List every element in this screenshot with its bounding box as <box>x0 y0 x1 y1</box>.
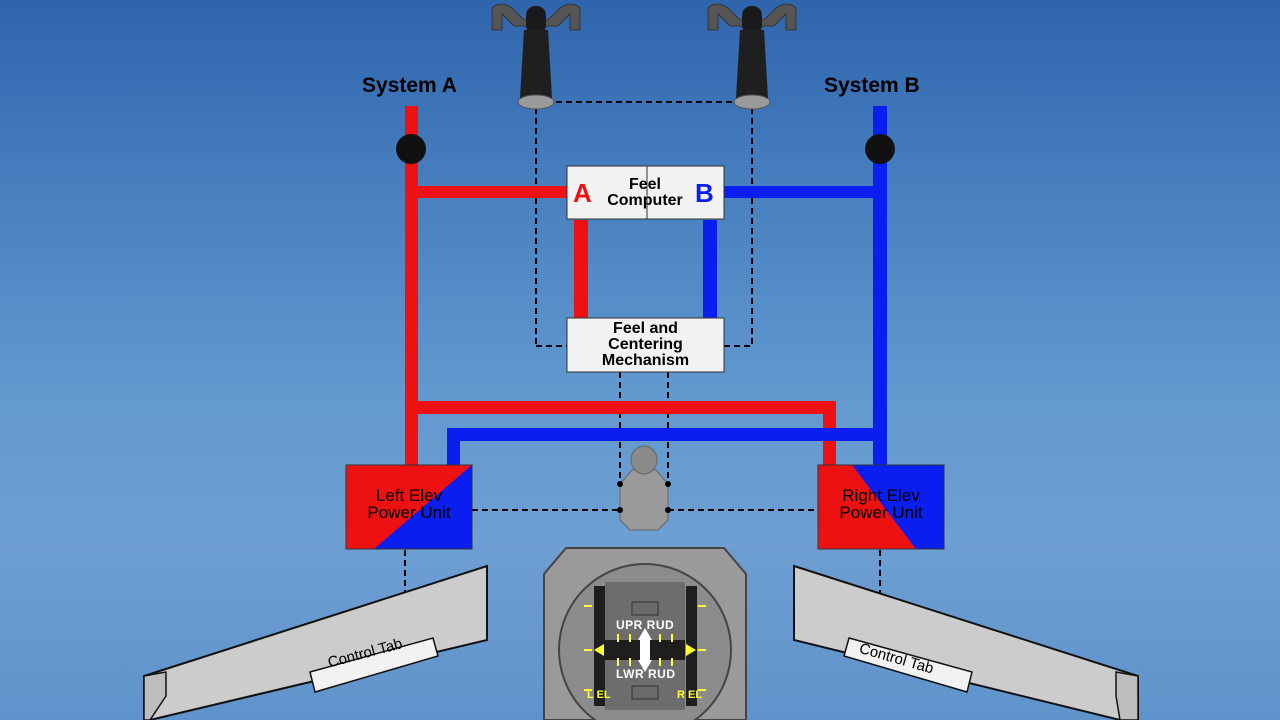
system-a-label: System A <box>362 74 457 97</box>
left-elevator-surface[interactable] <box>143 564 488 720</box>
right-power-unit-label: Right Elev Power Unit <box>818 487 944 521</box>
feel-computer-line-2: Computer <box>607 192 683 209</box>
left-power-unit-label: Left Elev Power Unit <box>346 487 472 521</box>
feel-computer-system-a-letter: A <box>573 178 592 208</box>
feel-centering-line-3: Mechanism <box>601 352 690 369</box>
right-elevator-power-unit[interactable] <box>817 464 945 550</box>
left-power-unit-line-2: Power Unit <box>367 503 451 522</box>
left-elevator-indicator-label: L EL <box>587 689 611 701</box>
system-b-label: System B <box>824 74 920 97</box>
right-elevator-pointer <box>686 644 696 656</box>
position-indicator-panel <box>543 547 747 720</box>
left-elevator-pointer <box>594 644 604 656</box>
right-elevator-surface[interactable] <box>793 564 1139 720</box>
feel-centering-label: Feel and Centering Mechanism <box>567 321 724 369</box>
system-b-valve[interactable] <box>865 134 895 164</box>
right-control-tab[interactable] <box>843 637 973 693</box>
left-power-unit-line-1: Left Elev <box>375 486 443 505</box>
left-elevator-power-unit[interactable] <box>345 464 473 550</box>
right-power-unit-line-2: Power Unit <box>839 503 923 522</box>
right-power-unit-line-1: Right Elev <box>842 486 920 505</box>
feel-centering-line-2: Centering <box>608 336 683 353</box>
right-elevator-indicator-label: R EL <box>677 689 703 701</box>
lower-rudder-label: LWR RUD <box>616 667 676 681</box>
system-a-lines <box>405 106 836 466</box>
right-control-column[interactable] <box>707 3 797 110</box>
feel-centering-line-1: Feel and <box>613 320 678 337</box>
upper-rudder-label: UPR RUD <box>616 618 675 632</box>
center-actuator <box>617 445 671 531</box>
feel-computer-label: Feel Computer <box>596 177 694 209</box>
system-a-valve[interactable] <box>396 134 426 164</box>
feel-computer-box <box>566 165 725 220</box>
feel-computer-system-b-letter: B <box>695 178 714 208</box>
left-control-tab[interactable] <box>309 637 439 693</box>
mechanical-linkages <box>404 101 881 598</box>
system-b-lines <box>447 106 887 466</box>
feel-centering-box <box>566 317 725 373</box>
feel-computer-line-1: Feel <box>628 176 661 193</box>
left-control-column[interactable] <box>491 3 581 110</box>
